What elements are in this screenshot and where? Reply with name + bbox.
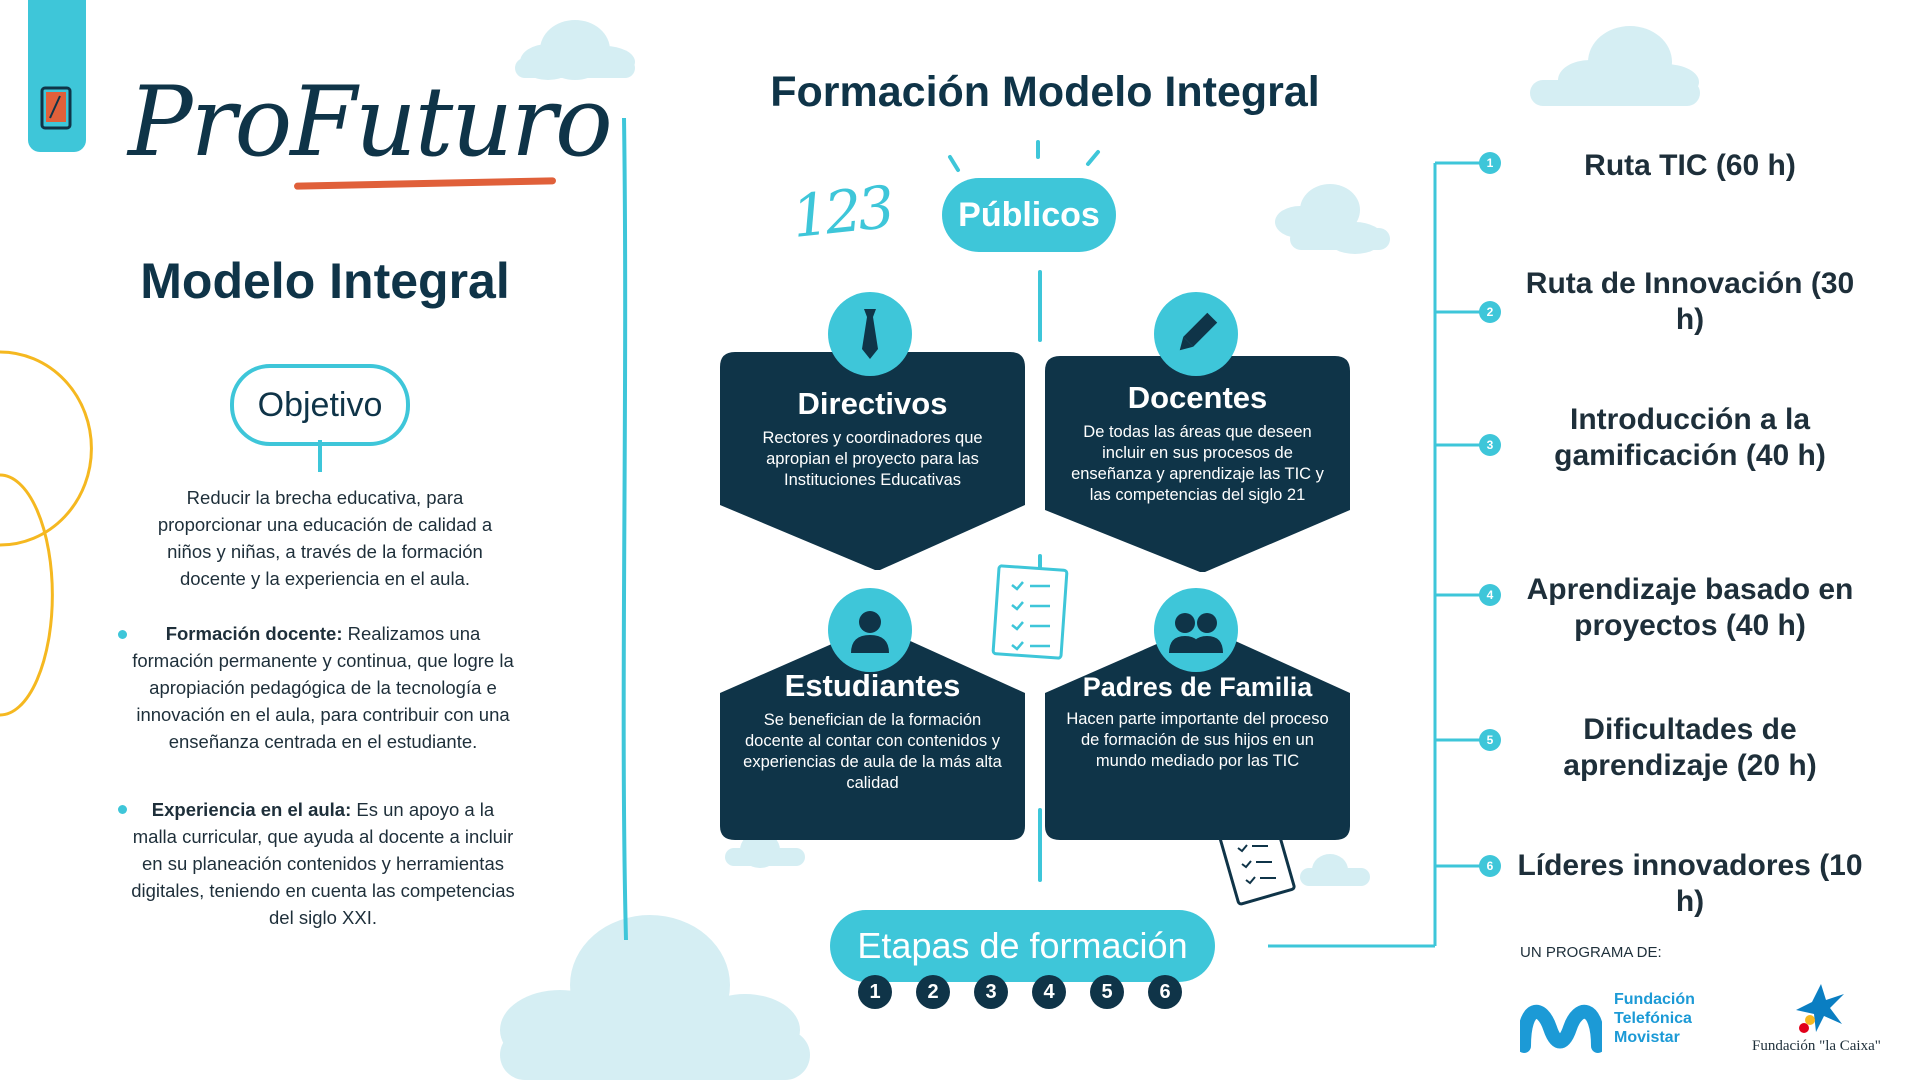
card-title: Estudiantes bbox=[784, 668, 961, 703]
route-number: 6 bbox=[1479, 855, 1501, 877]
card-estudiantes: Estudiantes Se benefician de la formació… bbox=[740, 668, 1005, 794]
objective-text: Reducir la brecha educativa, para propor… bbox=[157, 487, 493, 589]
sponsor1-line: Fundación bbox=[1614, 991, 1695, 1008]
route-label: Líderes innovadores (10 h) bbox=[1517, 849, 1863, 918]
pencil-icon bbox=[1179, 312, 1218, 351]
publicos-label: Públicos bbox=[958, 195, 1100, 234]
etapa-number: 6 bbox=[1148, 975, 1182, 1009]
estudiantes-icon-circle bbox=[828, 588, 912, 672]
etapa-number: 4 bbox=[1032, 975, 1066, 1009]
objetivo-label: Objetivo bbox=[257, 385, 383, 424]
docentes-icon-circle bbox=[1154, 292, 1238, 376]
profuturo-logo: ProFuturo bbox=[128, 66, 613, 178]
card-text: De todas las áreas que deseen incluir en… bbox=[1071, 423, 1324, 504]
tablet-icon bbox=[40, 86, 72, 130]
card-shape-docentes bbox=[1045, 356, 1350, 572]
program-label: UN PROGRAMA DE: bbox=[1520, 944, 1662, 961]
card-text: Hacen parte importante del proceso de fo… bbox=[1066, 710, 1329, 770]
etapa-number: 5 bbox=[1090, 975, 1124, 1009]
la-caixa-star-icon bbox=[1796, 984, 1844, 1033]
padres-icon-circle bbox=[1154, 588, 1238, 672]
brand-tab bbox=[28, 0, 86, 152]
route-label: Ruta TIC (60 h) bbox=[1584, 149, 1796, 182]
card-docentes: Docentes De todas las áreas que deseen i… bbox=[1065, 380, 1330, 506]
card-title: Padres de Familia bbox=[1082, 672, 1313, 702]
bullet-experiencia-aula: Experiencia en el aula: Es un apoyo a la… bbox=[130, 796, 516, 931]
route-number: 2 bbox=[1479, 301, 1501, 323]
route-number: 5 bbox=[1479, 729, 1501, 751]
objetivo-bubble-tail bbox=[318, 440, 322, 472]
tie-icon bbox=[862, 309, 878, 359]
sponsor1-line: Movistar bbox=[1614, 1029, 1680, 1046]
center-title: Formación Modelo Integral bbox=[770, 68, 1320, 116]
directivos-icon-circle bbox=[828, 292, 912, 376]
parents-icon bbox=[1169, 613, 1223, 653]
publicos-pill: Públicos bbox=[942, 178, 1116, 252]
card-shape-directivos bbox=[720, 352, 1025, 570]
bullet-text: Realizamos una formación permanente y co… bbox=[132, 623, 514, 752]
route-number: 4 bbox=[1479, 584, 1501, 606]
route-number: 1 bbox=[1479, 152, 1501, 174]
etapa-number: 2 bbox=[916, 975, 950, 1009]
card-title: Docentes bbox=[1127, 380, 1268, 415]
card-shape-estudiantes bbox=[720, 625, 1025, 840]
etapas-label: Etapas de formación bbox=[857, 925, 1188, 966]
etapa-number: 1 bbox=[858, 975, 892, 1009]
page-title: Modelo Integral bbox=[140, 253, 510, 309]
route-label: Aprendizaje basado en proyectos (40 h) bbox=[1526, 573, 1854, 642]
bullet-formacion-docente: Formación docente: Realizamos una formac… bbox=[130, 620, 516, 755]
card-directivos: Directivos Rectores y coordinadores que … bbox=[740, 386, 1005, 491]
etapas-numbers: 1 2 3 4 5 6 bbox=[858, 975, 1182, 1009]
bullet-bold: Experiencia en el aula: bbox=[151, 799, 352, 820]
card-title: Directivos bbox=[797, 386, 948, 421]
card-text: Se benefician de la formación docente al… bbox=[743, 711, 1002, 792]
route-label: Introducción a la gamificación (40 h) bbox=[1554, 403, 1826, 472]
sponsor1-line: Telefónica bbox=[1614, 1010, 1692, 1027]
bullet-dot bbox=[118, 805, 127, 814]
movistar-m-icon bbox=[1520, 1004, 1602, 1053]
card-shape-padres bbox=[1045, 625, 1350, 840]
route-label: Ruta de Innovación (30 h) bbox=[1525, 267, 1855, 336]
route-number: 3 bbox=[1479, 434, 1501, 456]
student-icon bbox=[851, 611, 889, 653]
etapas-pill: Etapas de formación bbox=[830, 910, 1215, 982]
bullet-bold: Formación docente: bbox=[165, 623, 343, 644]
route-label: Dificultades de aprendizaje (20 h) bbox=[1563, 713, 1817, 782]
card-padres: Padres de Familia Hacen parte importante… bbox=[1065, 672, 1330, 772]
fundacion-la-caixa-logo: Fundación "la Caixa" bbox=[1752, 1038, 1881, 1054]
fundacion-telefonica-logo: Fundación Telefónica Movistar bbox=[1614, 990, 1695, 1047]
bullet-dot bbox=[118, 630, 127, 639]
bullet-text: Es un apoyo a la malla curricular, que a… bbox=[131, 799, 515, 928]
card-text: Rectores y coordinadores que apropian el… bbox=[762, 429, 983, 489]
etapa-number: 3 bbox=[974, 975, 1008, 1009]
